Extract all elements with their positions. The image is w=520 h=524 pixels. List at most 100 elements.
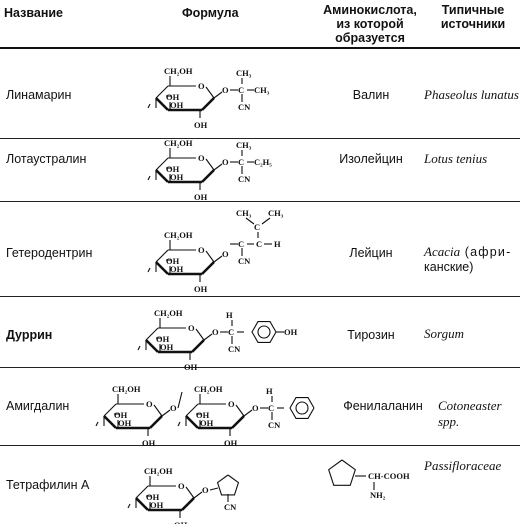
hydroxyl-label: OH bbox=[142, 438, 156, 448]
glycosidic-oxygen: O bbox=[252, 403, 259, 413]
row-rule-1 bbox=[0, 138, 520, 139]
bond-line bbox=[203, 333, 213, 341]
row-source: Sorgum bbox=[424, 326, 464, 341]
bond-line bbox=[243, 409, 253, 417]
header-amino-line2: из которой bbox=[336, 17, 404, 31]
bond-line bbox=[147, 267, 151, 273]
benzene-ring bbox=[251, 321, 277, 343]
ring-oxygen: O bbox=[228, 399, 235, 409]
row-amino: Тирозин bbox=[347, 328, 395, 342]
bond-line bbox=[213, 163, 223, 171]
bond-line bbox=[161, 409, 171, 417]
nitrile-label: CN bbox=[238, 256, 251, 266]
bond-line bbox=[245, 217, 255, 225]
row-amino: Изолейцин bbox=[339, 152, 403, 166]
ring-oxygen: O bbox=[146, 399, 153, 409]
ch2oh-label: CH₂OH bbox=[164, 138, 193, 148]
bond-line bbox=[205, 86, 215, 99]
bond-line bbox=[155, 157, 169, 171]
bond-line bbox=[261, 217, 271, 225]
glycosidic-oxygen: O bbox=[222, 249, 229, 259]
bond-line bbox=[201, 97, 215, 111]
bond-line bbox=[185, 486, 195, 499]
carbon-label: C bbox=[238, 239, 244, 249]
row-source: Acacia (афри- канские) bbox=[424, 244, 511, 274]
bond-line bbox=[155, 85, 169, 99]
glycosidic-oxygen: O bbox=[222, 157, 229, 167]
carboxyl-label: CH-COOH bbox=[368, 471, 410, 481]
row-source-line2: канские) bbox=[424, 260, 474, 274]
bond-line bbox=[205, 250, 215, 263]
header-formula: Формула bbox=[182, 6, 239, 20]
bond-line bbox=[155, 97, 169, 111]
bond-line bbox=[137, 345, 141, 351]
substituent-label: CH₃ bbox=[236, 68, 252, 78]
header-source-line1: Типичные bbox=[441, 3, 505, 17]
row-amino: Фенилаланин bbox=[343, 399, 423, 413]
hydroxyl-label: OH bbox=[184, 362, 198, 372]
header-source: Типичные источники bbox=[428, 3, 518, 31]
hydroxyl-label: OH bbox=[224, 438, 238, 448]
ring-oxygen: O bbox=[198, 81, 205, 91]
bond-line bbox=[153, 404, 163, 417]
methyl-label: CH₃ bbox=[254, 85, 270, 95]
carbon-label: C bbox=[256, 239, 262, 249]
bond-line bbox=[145, 339, 159, 353]
carbon-label: C bbox=[238, 85, 244, 95]
bond-line bbox=[185, 415, 199, 429]
hydroxyl-label: OH bbox=[170, 172, 184, 182]
glycosidic-oxygen: O bbox=[212, 327, 219, 337]
ch2oh-label: CH₂OH bbox=[112, 384, 141, 394]
substituent-label: H bbox=[266, 386, 273, 396]
hydroxyl-label: OH bbox=[166, 164, 180, 174]
hydroxyl-label: OH bbox=[170, 264, 184, 274]
formula-amino-precursor: CH-COOH NH₂ bbox=[320, 452, 430, 518]
glycosidic-oxygen: O bbox=[170, 403, 177, 413]
hydroxyl-label: OH bbox=[284, 327, 298, 337]
hydroxyl-label: OH bbox=[150, 500, 164, 510]
methyl-label: CH₃ bbox=[236, 208, 252, 218]
row-rule-4 bbox=[0, 367, 520, 368]
row-rule-5 bbox=[0, 445, 520, 446]
ethyl-label: C₂H₅ bbox=[254, 157, 272, 167]
bond-line bbox=[135, 497, 149, 511]
row-name: Гетеродентрин bbox=[6, 246, 93, 260]
carbon-label: C bbox=[268, 403, 274, 413]
hydroxyl-label: OH bbox=[194, 120, 208, 130]
glycosidic-oxygen: O bbox=[222, 85, 229, 95]
substituent-label: H bbox=[226, 310, 233, 320]
hydroxyl-label: OH bbox=[160, 342, 174, 352]
benzene-ring bbox=[289, 397, 315, 419]
row-name: Лотаустралин bbox=[6, 152, 87, 166]
nitrile-label: CN bbox=[228, 344, 241, 354]
formula-tetraphyllin: OCH₂OHOHOHOHOCN bbox=[127, 452, 280, 524]
bond-line bbox=[103, 415, 117, 429]
ring-oxygen: O bbox=[198, 153, 205, 163]
ch2oh-label: CH₂OH bbox=[194, 384, 223, 394]
bond-line bbox=[177, 421, 181, 427]
amine-label: NH₂ bbox=[370, 490, 386, 500]
methyl-label: CH₃ bbox=[268, 208, 284, 218]
carbon-label: C bbox=[238, 157, 244, 167]
row-amino: Лейцин bbox=[349, 246, 393, 260]
hydroxyl-label: OH bbox=[196, 410, 210, 420]
row-name: Амигдалин bbox=[6, 399, 70, 413]
bond-line bbox=[191, 339, 205, 353]
row-name: Тетрафилин А bbox=[6, 478, 90, 492]
hydroxyl-label: OH bbox=[200, 418, 214, 428]
aromatic-circle bbox=[295, 401, 309, 415]
hydroxyl-label: OH bbox=[170, 100, 184, 110]
header-amino-line1: Аминокислота, bbox=[323, 3, 417, 17]
row-source: Passifloraceae bbox=[424, 458, 502, 473]
hydroxyl-label: OH bbox=[174, 520, 188, 524]
bond-line bbox=[213, 255, 223, 263]
ch2oh-label: CH₂OH bbox=[164, 66, 193, 76]
hydroxyl-label: OH bbox=[166, 256, 180, 266]
bond-line bbox=[155, 249, 169, 263]
header-source-line2: источники bbox=[440, 17, 506, 31]
